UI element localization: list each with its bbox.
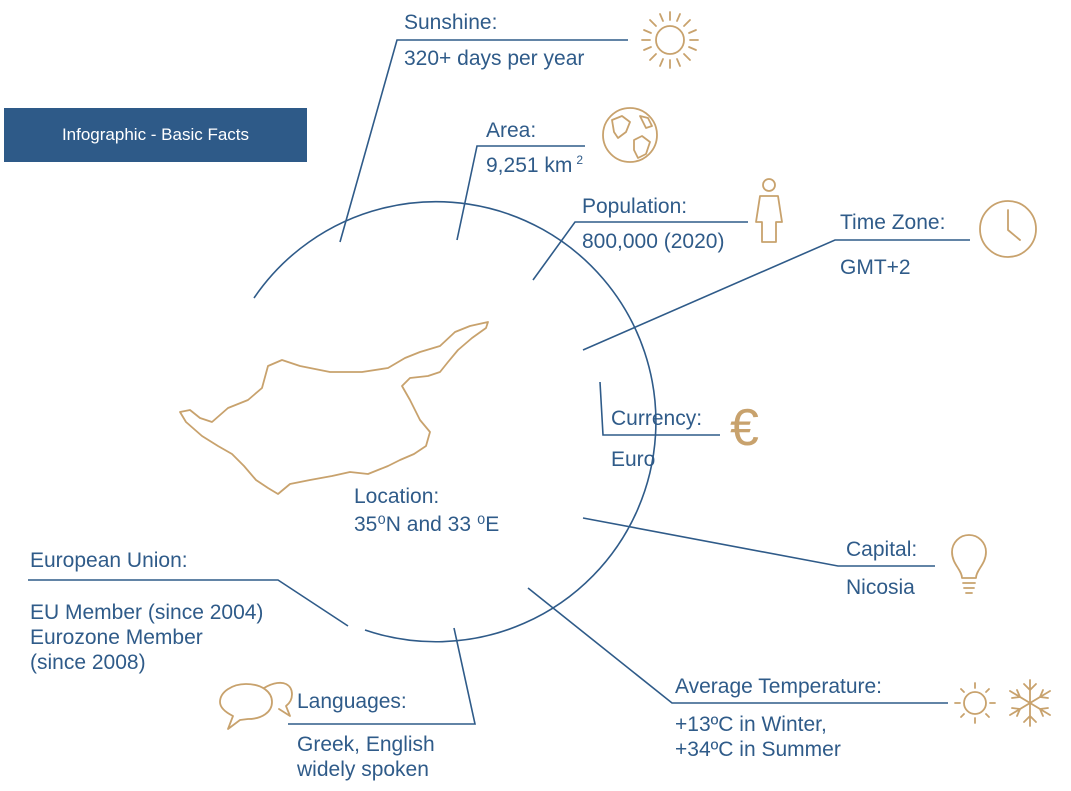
person-icon [755, 178, 783, 243]
languages-label: Languages: [297, 690, 407, 713]
currency-value: Euro [611, 448, 656, 471]
temperature-winter: +13ºC in Winter, [675, 713, 827, 736]
infographic-badge: Infographic - Basic Facts [4, 108, 307, 162]
connector-capital [582, 517, 935, 567]
connector-area [456, 145, 585, 241]
sun-icon [641, 11, 699, 69]
capital-value: Nicosia [846, 576, 915, 599]
clock-icon [979, 200, 1037, 258]
cyprus-map-outline [179, 321, 489, 495]
sunshine-value: 320+ days per year [404, 47, 585, 70]
languages-value: Greek, English widely spoken [297, 732, 435, 782]
speech-bubbles-icon [219, 681, 293, 730]
connector-languages [288, 627, 476, 725]
area-unit-superscript: 2 [576, 153, 584, 167]
timezone-label: Time Zone: [840, 211, 946, 234]
temperature-label: Average Temperature: [675, 675, 883, 698]
population-value: 800,000 (2020) [582, 230, 725, 253]
sunshine-label: Sunshine: [404, 11, 498, 34]
connector-timezone [582, 239, 970, 351]
temperature-summer: +34ºC in Summer [675, 738, 841, 762]
currency-label: Currency: [611, 407, 703, 430]
location-label: Location: [354, 485, 440, 508]
location-circle [253, 201, 657, 643]
eu-value: EU Member (since 2004) Eurozone Member (… [30, 600, 263, 676]
sun-snowflake-icon [954, 679, 1051, 727]
languages-line2: widely spoken [297, 758, 429, 782]
eu-value-line2: Eurozone Member [30, 626, 203, 650]
connector-temperature [527, 587, 948, 704]
location-value: 35⁰N and 33 ⁰E [354, 513, 500, 536]
capital-label: Capital: [846, 538, 918, 561]
connector-population [532, 221, 748, 281]
eu-value-line1: EU Member (since 2004) [30, 601, 264, 624]
lightbulb-icon [951, 534, 987, 594]
temperature-value: +13ºC in Winter, +34ºC in Summer [675, 712, 841, 762]
population-label: Population: [582, 195, 688, 218]
timezone-value: GMT+2 [840, 256, 911, 279]
globe-icon [602, 107, 658, 163]
languages-line1: Greek, English [297, 733, 435, 756]
eu-label: European Union: [30, 549, 188, 572]
connector-sunshine [339, 39, 628, 243]
eu-value-line3: (since 2008) [30, 651, 146, 675]
area-label: Area: [486, 119, 537, 142]
euro-icon: € [730, 399, 759, 457]
connector-currency [599, 381, 720, 436]
connector-eu [28, 579, 349, 627]
